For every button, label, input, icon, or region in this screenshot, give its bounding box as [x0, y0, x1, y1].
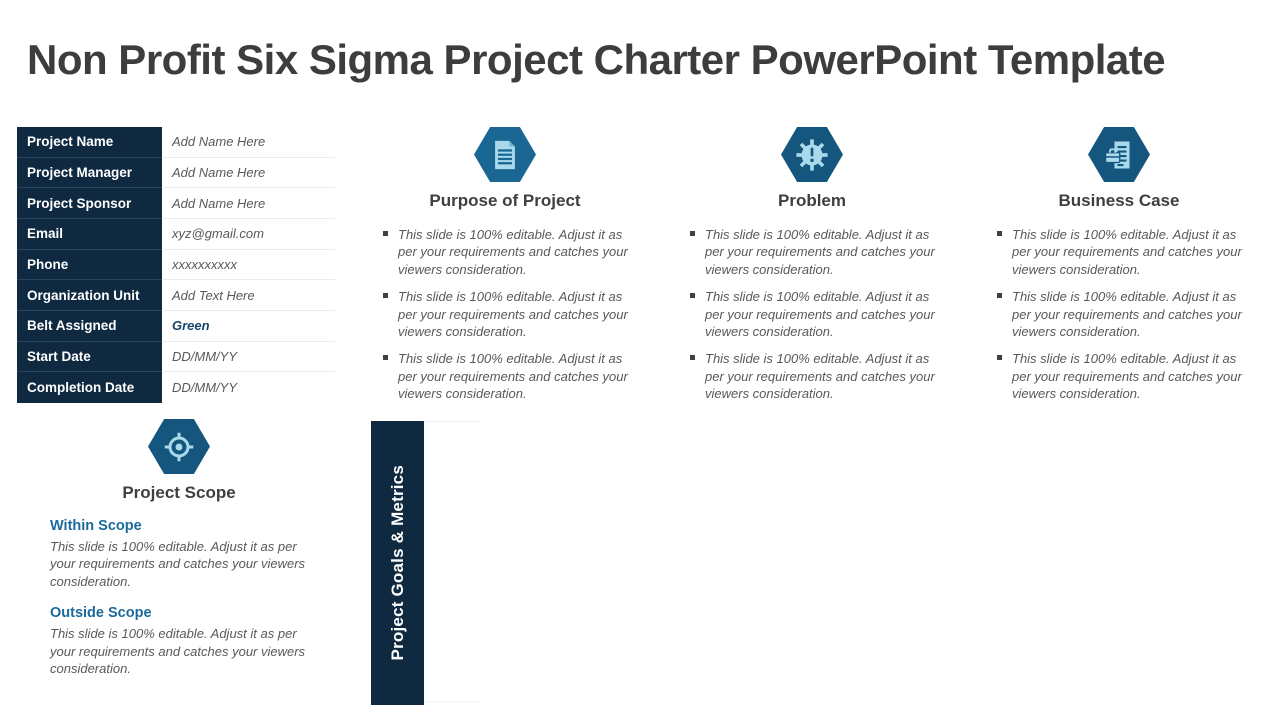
section-project-scope: Project Scope Within Scope This slide is… — [50, 419, 308, 677]
bullet-list: This slide is 100% editable. Adjust it a… — [678, 226, 946, 403]
outside-scope-block: Outside Scope This slide is 100% editabl… — [50, 605, 308, 677]
square-bullet-icon — [997, 293, 1002, 299]
within-scope-heading: Within Scope — [50, 518, 142, 534]
table-label-phone: Phone — [17, 249, 162, 281]
gear-alert-icon — [781, 127, 843, 182]
table-label-project-manager: Project Manager — [17, 157, 162, 189]
bullet-text[interactable]: This slide is 100% editable. Adjust it a… — [398, 289, 628, 340]
table-value-belt-assigned[interactable]: Green — [162, 311, 335, 342]
list-item: This slide is 100% editable. Adjust it a… — [997, 350, 1253, 402]
goals-metrics-bar: Project Goals & Metrics — [371, 421, 424, 705]
square-bullet-icon — [383, 355, 388, 361]
within-scope-block: Within Scope This slide is 100% editable… — [50, 518, 308, 590]
table-label-belt-assigned: Belt Assigned — [17, 310, 162, 342]
table-label-email: Email — [17, 218, 162, 250]
square-bullet-icon — [997, 231, 1002, 236]
section-problem: Problem This slide is 100% editable. Adj… — [678, 127, 946, 413]
charter-table: Project Name Add Name Here Project Manag… — [17, 127, 335, 403]
list-item: This slide is 100% editable. Adjust it a… — [383, 350, 639, 402]
goals-metrics-label: Project Goals & Metrics — [387, 465, 407, 661]
goals-metrics-panel — [424, 421, 480, 702]
outside-scope-body[interactable]: This slide is 100% editable. Adjust it a… — [50, 626, 306, 677]
bullet-list: This slide is 100% editable. Adjust it a… — [371, 226, 639, 403]
section-business-case: Business Case This slide is 100% editabl… — [985, 127, 1253, 413]
table-label-project-name: Project Name — [17, 127, 162, 158]
bullet-text[interactable]: This slide is 100% editable. Adjust it a… — [398, 227, 628, 277]
square-bullet-icon — [690, 293, 695, 299]
bullet-text[interactable]: This slide is 100% editable. Adjust it a… — [705, 289, 935, 340]
list-item: This slide is 100% editable. Adjust it a… — [383, 226, 639, 278]
list-item: This slide is 100% editable. Adjust it a… — [997, 288, 1253, 340]
table-label-start-date: Start Date — [17, 341, 162, 373]
section-title: Problem — [777, 191, 847, 210]
outside-scope-heading: Outside Scope — [50, 605, 152, 622]
table-value-email[interactable]: xyz@gmail.com — [162, 219, 335, 250]
list-item: This slide is 100% editable. Adjust it a… — [690, 350, 946, 402]
bullet-list: This slide is 100% editable. Adjust it a… — [985, 226, 1253, 403]
table-value-phone[interactable]: xxxxxxxxxx — [162, 250, 335, 281]
section-title: Purpose of Project — [429, 191, 581, 210]
table-value-start-date[interactable]: DD/MM/YY — [162, 342, 335, 373]
table-label-organization-unit: Organization Unit — [17, 280, 162, 311]
table-value-project-sponsor[interactable]: Add Name Here — [162, 188, 335, 219]
section-purpose-of-project: Purpose of Project This slide is 100% ed… — [371, 127, 639, 413]
table-value-completion-date[interactable]: DD/MM/YY — [172, 380, 237, 396]
bullet-text[interactable]: This slide is 100% editable. Adjust it a… — [398, 351, 628, 402]
list-item: This slide is 100% editable. Adjust it a… — [383, 288, 639, 340]
table-label-project-sponsor: Project Sponsor — [17, 188, 162, 219]
table-value-project-name[interactable]: Add Name Here — [162, 127, 335, 158]
square-bullet-icon — [997, 355, 1002, 361]
document-icon — [474, 127, 536, 182]
section-title: Project Scope — [122, 483, 236, 502]
square-bullet-icon — [690, 231, 695, 236]
briefcase-document-icon — [1088, 127, 1150, 182]
square-bullet-icon — [690, 355, 695, 361]
table-value-project-manager[interactable]: Add Name Here — [162, 158, 335, 189]
page-title: Non Profit Six Sigma Project Charter Pow… — [27, 36, 1166, 83]
list-item: This slide is 100% editable. Adjust it a… — [997, 226, 1253, 278]
bullet-text[interactable]: This slide is 100% editable. Adjust it a… — [1012, 351, 1242, 402]
list-item: This slide is 100% editable. Adjust it a… — [690, 226, 946, 278]
square-bullet-icon — [383, 293, 388, 299]
table-label-completion-date: Completion Date — [17, 372, 162, 403]
within-scope-body[interactable]: This slide is 100% editable. Adjust it a… — [50, 539, 306, 589]
target-icon — [148, 419, 210, 474]
section-title: Business Case — [1058, 191, 1180, 210]
square-bullet-icon — [383, 231, 388, 236]
bullet-text[interactable]: This slide is 100% editable. Adjust it a… — [1012, 227, 1242, 277]
bullet-text[interactable]: This slide is 100% editable. Adjust it a… — [705, 351, 935, 402]
bullet-text[interactable]: This slide is 100% editable. Adjust it a… — [1012, 289, 1242, 340]
bullet-text[interactable]: This slide is 100% editable. Adjust it a… — [705, 227, 935, 277]
table-value-organization-unit[interactable]: Add Text Here — [162, 280, 335, 311]
list-item: This slide is 100% editable. Adjust it a… — [690, 288, 946, 340]
